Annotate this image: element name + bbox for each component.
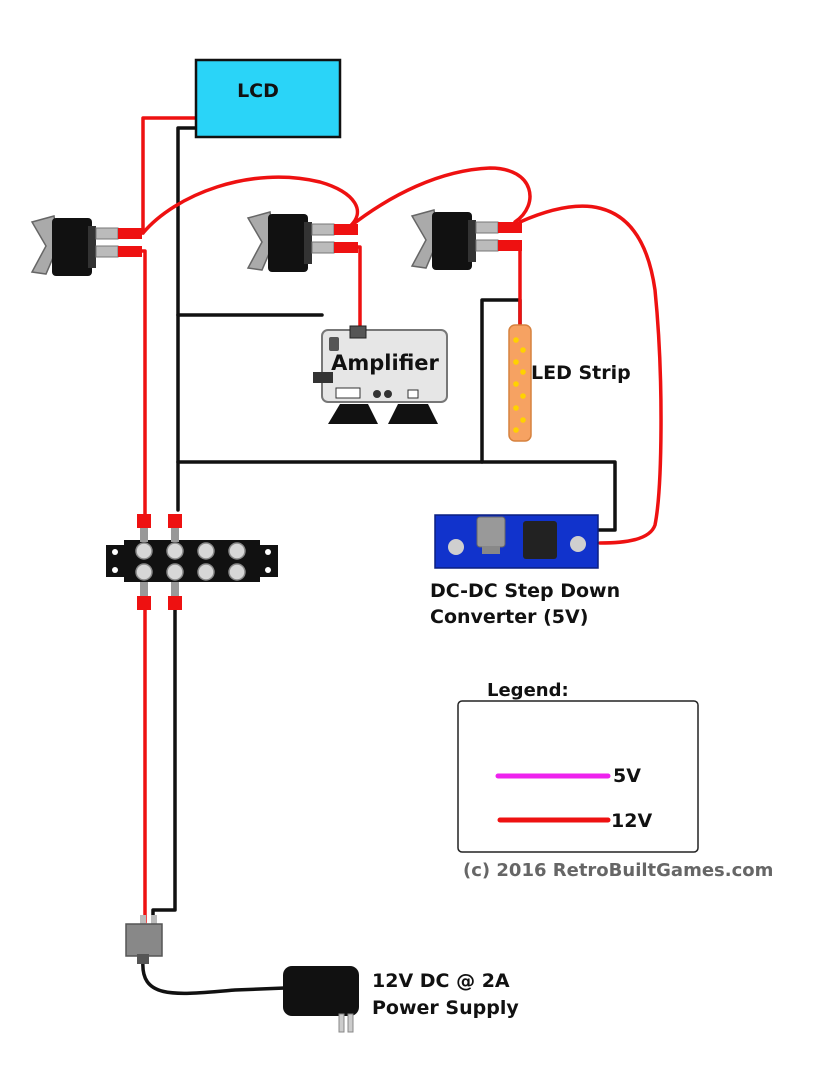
power-cord (141, 958, 287, 996)
legend-title: Legend: (487, 680, 569, 701)
led-strip-label: LED Strip (531, 362, 631, 384)
power-supply-adapter: 12V DC @ 2A Power Supply (283, 966, 519, 1033)
lcd-label: LCD (237, 80, 279, 102)
ground-wire-bus (176, 460, 617, 532)
amplifier-board (321, 329, 448, 403)
amplifier-label: Amplifier (331, 351, 439, 375)
legend: Legend: 5V 12V (457, 680, 699, 853)
ground-wires (151, 126, 617, 924)
speaker-right-icon (388, 404, 438, 424)
converter-label-line1: DC-DC Step Down (430, 580, 620, 602)
lcd-box (194, 58, 342, 139)
wire-switch2-to-amplifier (348, 245, 362, 330)
amplifier-component: Amplifier (313, 325, 448, 424)
rocker-switch-1[interactable] (30, 215, 142, 276)
rocker-switch-3[interactable] (410, 209, 522, 270)
legend-label-12v: 12V (611, 810, 652, 832)
terminal-block (106, 514, 278, 610)
lcd-component: LCD (194, 58, 342, 139)
wire-switch3-to-converter (518, 204, 663, 545)
converter-component: DC-DC Step Down Converter (5V) (430, 514, 620, 628)
speaker-left-icon (328, 404, 378, 424)
rocker-switch-2[interactable] (246, 211, 358, 272)
wire-lcd-power (141, 116, 198, 235)
power-supply-label-line1: 12V DC @ 2A (372, 970, 510, 992)
led-strip-body (508, 324, 532, 442)
legend-label-5v: 5V (613, 765, 641, 787)
led-strip-component: LED Strip (508, 324, 631, 442)
wire-switch2-to-switch3 (346, 166, 532, 230)
dc-jack (125, 915, 163, 964)
power-supply-label-line2: Power Supply (372, 997, 519, 1019)
ground-wire-supply (151, 596, 177, 924)
ground-wire-main (176, 126, 198, 512)
converter-label-line2: Converter (5V) (430, 606, 588, 628)
wire-switch3-to-led (516, 243, 522, 332)
copyright-text: (c) 2016 RetroBuiltGames.com (463, 860, 773, 881)
wire-switch1-to-switch2 (141, 175, 360, 235)
wire-switch1-to-terminal (138, 249, 147, 519)
